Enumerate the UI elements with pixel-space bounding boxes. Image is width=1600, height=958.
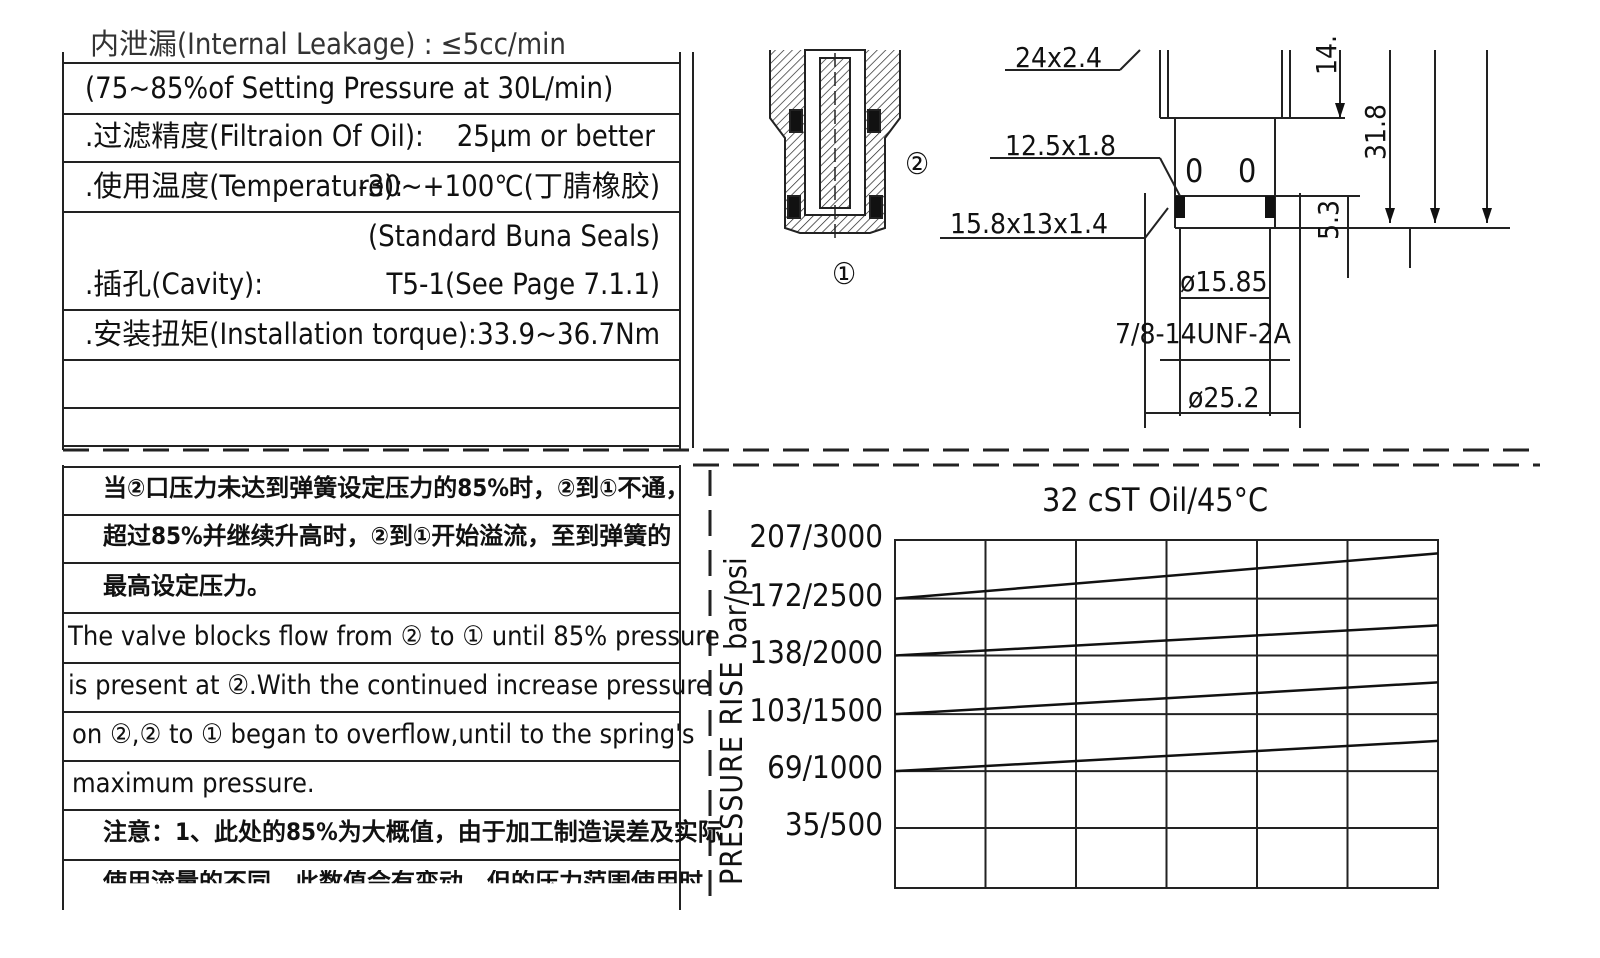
dim-15-8x13x1-4: 15.8x13x1.4 [950,207,1108,240]
spec-temperature-value: -30~+100℃(丁腈橡胶) [358,169,660,203]
spec-filtration-value: 25μm or better [456,119,655,153]
desc-en-line3: on ②,② to ① began to overflow,until to t… [72,719,695,750]
spec-internal-leakage: 内泄漏(Internal Leakage) : ≤5cc/min [90,27,566,61]
desc-en-line4: maximum pressure. [72,768,315,799]
valve-section-drawing [769,49,901,243]
dim-thread: 7/8-14UNF-2A [1115,317,1291,350]
chart-title: 32 cST Oil/45°C [1042,481,1269,519]
desc-note-line1: 注意：1、此处的85%为大概值，由于加工制造误差及实际 [103,818,722,846]
oring-left: 0 [1185,152,1204,190]
desc-cn-line3: 最高设定压力。 [103,572,271,600]
oring-right: 0 [1238,152,1257,190]
spec-torque-value: 33.9~36.7Nm [477,317,660,351]
chart-y-tick-label: 172/2500 [749,577,883,614]
spec-temperature-value-seals: (Standard Buna Seals) [368,219,660,253]
spec-temperature-label: .使用温度(Temperature): [85,169,404,203]
port-1-label: ① [832,257,857,292]
desc-note-line2: 使用流量的不同，此数值会有变动，但的压力范围使用时。 [103,868,727,896]
chart-series-line [894,624,1439,657]
spec-cavity-value: T5-1(See Page 7.1.1) [386,267,660,301]
desc-cn-line2: 超过85%并继续升高时，②到①开始溢流，至到弹簧的 [103,522,672,550]
spec-setting-pressure-note: (75~85%of Setting Pressure at 30L/min) [85,71,614,105]
chart-series-line [894,739,1439,773]
spec-torque-label: .安装扭矩(Installation torque): [85,317,477,351]
chart-y-tick-label: 103/1500 [749,693,883,730]
desc-cn-line1: 当②口压力未达到弹簧设定压力的85%时，②到①不通， [103,474,690,502]
dim-diameter-15-85: ø15.85 [1180,265,1268,298]
dim-24x2-4: 24x2.4 [1015,41,1102,74]
chart-y-tick-label: 138/2000 [749,634,883,671]
desc-en-line1: The valve blocks flow from ② to ① until … [68,621,720,652]
chart-series-line [894,552,1439,600]
dim-diameter-25-2: ø25.2 [1188,381,1260,414]
desc-en-line2: is present at ②.With the continued incre… [68,670,711,701]
chart-y-tick-label: 35/500 [784,807,883,843]
spec-filtration-label: .过滤精度(Filtraion Of Oil): [85,119,424,153]
chart-y-tick-label: 207/3000 [749,519,883,555]
port-2-label: ② [905,147,930,182]
chart-series-line [894,681,1439,716]
dim-12-5x1-8: 12.5x1.8 [1005,129,1117,162]
chart-y-tick-label: 69/1000 [767,750,883,787]
cavity-dimension-drawing [940,49,1510,428]
spec-cavity-label: .插孔(Cavity): [85,267,263,301]
